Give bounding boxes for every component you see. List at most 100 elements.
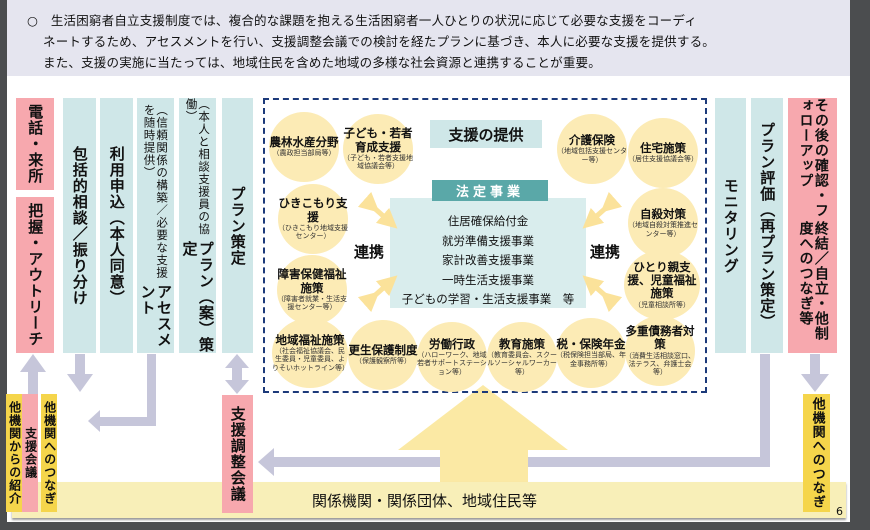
big-up-arrow bbox=[398, 385, 568, 486]
double-arrow bbox=[357, 275, 398, 313]
circle-sub: （子ども・若者支援地域協議会等） bbox=[343, 153, 413, 171]
circle-title: 税・保険年金 bbox=[556, 337, 626, 351]
summary-header: ○ 生活困窮者自立支援制度では、複合的な課題を抱える生活困窮者一人ひとりの状況に… bbox=[7, 0, 850, 76]
step-monitoring: モニタリング bbox=[715, 98, 746, 353]
link-label-right: 連携 bbox=[590, 243, 621, 261]
referral-out-right: 他機関へのつなぎ bbox=[803, 394, 830, 512]
header-line-3: また、支援の実施に当たっては、地域住民を含めた地域の多様な社会資源と連携すること… bbox=[43, 55, 601, 70]
circle-sub: （消費生活相談窓口、法テラス、弁護士会等） bbox=[625, 351, 695, 377]
arrow-left-head bbox=[88, 410, 100, 432]
circle-education: 教育施策（教育委員会、スクールソーシャルワーカー等） bbox=[487, 322, 557, 392]
circle-youth: 子ども・若者育成支援（子ども・若者支援地域協議会等） bbox=[343, 114, 413, 184]
step-assessment: （信頼関係の構築／必要な支援を随時提供） アセスメント bbox=[137, 98, 174, 353]
statutory-title: 法定事業 bbox=[432, 180, 548, 201]
circle-title: 子ども・若者育成支援 bbox=[343, 126, 413, 154]
header-line-2: ネートするため、アセスメントを行い、支援調整会議での検討を経たプランに基づき、本… bbox=[43, 34, 715, 49]
double-arrow bbox=[582, 275, 623, 313]
circle-community-welfare: 地域福祉施策（社会福祉協議会、民生委員・児童委員、よりそいホットライン等） bbox=[272, 318, 349, 388]
arrow-down-head bbox=[801, 374, 829, 392]
statutory-item: 就労準備支援事業 bbox=[442, 233, 534, 248]
circle-title: ひきこもり支援 bbox=[278, 196, 348, 224]
circle-title: 労働行政 bbox=[429, 336, 475, 351]
header-text: 生活困窮者自立支援制度では、複合的な課題を抱える生活困窮者一人ひとりの状況に応じ… bbox=[50, 13, 697, 28]
circle-title: 更生保護制度 bbox=[348, 343, 418, 358]
plan-draft-note: （本人と相談支援員の協働） bbox=[184, 98, 212, 236]
plan-draft-label: プラン（案）策定 bbox=[180, 240, 216, 353]
bullet: ○ bbox=[27, 13, 39, 28]
circle-title: 住宅施策 bbox=[640, 141, 686, 156]
support-meeting: 支援会議 bbox=[22, 394, 38, 512]
circle-title: 農林水産分野 bbox=[269, 135, 339, 150]
arrow-left-head bbox=[258, 448, 274, 476]
circle-sub: （ハローワーク、地域若者サポートステーション等） bbox=[417, 351, 487, 376]
circle-multiple-debt: 多重債務者対策（消費生活相談窓口、法テラス、弁護士会等） bbox=[625, 316, 695, 386]
related-organizations-band: 関係機関・関係団体、地域住民等 bbox=[12, 482, 846, 518]
statutory-item: 住居確保給付金 bbox=[447, 214, 529, 228]
assessment-return-line bbox=[147, 354, 156, 426]
circle-title: 介護保険 bbox=[569, 133, 615, 147]
step-application: 利用申込（本人同意） bbox=[100, 98, 133, 353]
assessment-return-line bbox=[100, 417, 156, 426]
circle-tax-pension: 税・保険年金（税保険担当部局、年金事務所等） bbox=[556, 318, 626, 388]
step-outreach: 把握・アウトリーチ bbox=[16, 197, 54, 353]
circle-sub: （障害者就業・生活支援センター等） bbox=[277, 294, 347, 312]
circle-sub: （教育委員会、スクールソーシャルワーカー等） bbox=[487, 351, 557, 376]
arrow-up-head bbox=[225, 354, 249, 368]
support-title: 支援の提供 bbox=[430, 120, 542, 148]
double-arrow-shaft bbox=[232, 366, 242, 382]
statutory-item: 家計改善支援事業 bbox=[442, 253, 534, 267]
circle-title: ひとり親支援、児童福祉施策 bbox=[627, 259, 697, 301]
circle-sub: （保護観察所等） bbox=[355, 357, 411, 366]
step-phone-visit: 電話・来所 bbox=[16, 98, 54, 190]
circle-sub: （税保険担当部局、年金事務所等） bbox=[556, 351, 626, 368]
arrow-down-head bbox=[67, 374, 93, 392]
followup-line-1: その後の確認・フォローアップ bbox=[797, 98, 829, 218]
circle-sub: （農政担当部局等） bbox=[272, 149, 336, 158]
coordination-meeting: 支援調整会議 bbox=[222, 395, 253, 513]
assessment-label: アセスメント bbox=[138, 283, 174, 348]
step-plan: プラン策定 bbox=[222, 98, 253, 353]
circle-title: 地域福祉施策 bbox=[275, 332, 345, 347]
support-provision-area bbox=[263, 98, 707, 393]
circle-title: 教育施策 bbox=[499, 336, 545, 351]
circle-title: 障害保健福祉施策 bbox=[277, 267, 347, 295]
band-label: 関係機関・関係団体、地域住民等 bbox=[312, 492, 538, 510]
circle-sub: （地域自殺対策推進センター等） bbox=[628, 221, 698, 238]
circle-sub: （社会福祉協議会、民生委員・児童委員、よりそいホットライン等） bbox=[272, 347, 349, 372]
circle-sub: （居住支援協議会等） bbox=[628, 155, 698, 164]
statutory-item: 一時生活支援事業 bbox=[442, 272, 534, 287]
link-label-left: 連携 bbox=[354, 243, 385, 261]
arrow-up-head bbox=[20, 354, 46, 372]
circle-title: 多重債務者対策 bbox=[625, 324, 695, 352]
circle-agriculture: 農林水産分野（農政担当部局等） bbox=[269, 112, 339, 182]
double-arrow bbox=[357, 191, 398, 229]
circle-sub: （児童相談所等） bbox=[634, 300, 690, 309]
referral-out-left: 他機関へのつなぎ bbox=[41, 394, 57, 512]
header-line-1: ○ 生活困窮者自立支援制度では、複合的な課題を抱える生活困窮者一人ひとりの状況に… bbox=[27, 10, 697, 29]
circle-sub: （地域包括支援センター等） bbox=[557, 147, 627, 164]
arrow-down-shaft bbox=[75, 354, 85, 376]
circle-suicide-prevention: 自殺対策（地域自殺対策推進センター等） bbox=[628, 188, 698, 258]
statutory-item: 子どもの学習・生活支援事業 等 bbox=[401, 292, 575, 306]
circle-single-parent: ひとり親支援、児童福祉施策（児童相談所等） bbox=[624, 250, 700, 320]
circle-sub: （ひきこもり地域支援センター） bbox=[278, 223, 348, 241]
step-plan-draft: （本人と相談支援員の協働） プラン（案）策定 bbox=[179, 98, 216, 353]
referral-in: 他機関からの紹介 bbox=[6, 394, 22, 512]
circle-hikikomori: ひきこもり支援（ひきこもり地域支援センター） bbox=[278, 184, 348, 254]
double-arrow bbox=[582, 191, 623, 229]
circle-rehabilitation: 更生保護制度（保護観察所等） bbox=[348, 320, 418, 390]
step-followup: その後の確認・フォローアップ 終結／自立・他制度へのつなぎ等 bbox=[788, 98, 837, 353]
arrow-down-head bbox=[225, 380, 249, 394]
page-number: 6 bbox=[836, 505, 843, 518]
monitoring-return-line bbox=[760, 354, 770, 466]
step-evaluation: プラン評価（再プラン策定） bbox=[751, 98, 783, 353]
arrow-down-shaft bbox=[810, 354, 820, 376]
circle-labor: 労働行政（ハローワーク、地域若者サポートステーション等） bbox=[417, 322, 487, 392]
circle-care-insurance: 介護保険（地域包括支援センター等） bbox=[557, 114, 627, 184]
circle-housing: 住宅施策（居住支援協議会等） bbox=[628, 118, 698, 188]
circle-title: 自殺対策 bbox=[640, 207, 686, 221]
arrow-up-shaft bbox=[28, 368, 38, 394]
assessment-note: （信頼関係の構築／必要な支援を随時提供） bbox=[142, 104, 170, 279]
